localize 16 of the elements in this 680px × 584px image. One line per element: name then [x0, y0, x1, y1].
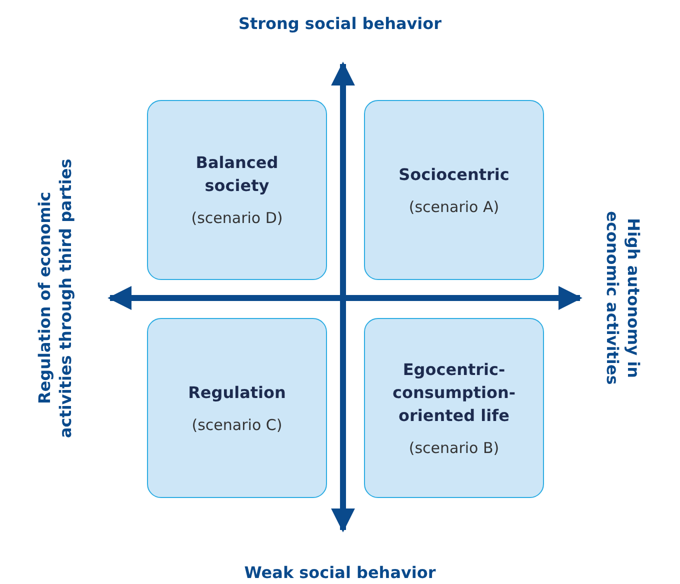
scenario-label: (scenario C) [192, 414, 282, 436]
scenario-label: (scenario B) [408, 438, 500, 458]
scenario-box [364, 100, 544, 280]
scenario-title: Regulation [188, 382, 286, 404]
axis-label: Weak social behavior [243, 562, 437, 583]
scenario-title: Egocentric-consumption-oriented life [391, 358, 517, 426]
scenario-label: (scenario D) [191, 208, 283, 229]
scenario-label: (scenario A) [408, 196, 500, 218]
scenario-box [364, 318, 544, 498]
scenario-box [147, 100, 327, 280]
axis-label: Regulation of economic activities through third parties [34, 157, 76, 440]
scenario-title: Sociocentric [398, 164, 510, 186]
scenario-title: Balanced society [194, 152, 280, 197]
axis-label: High autonomy in economic activities [602, 210, 644, 387]
scenario-box [147, 318, 327, 498]
axis-label: Strong social behavior [237, 13, 443, 34]
